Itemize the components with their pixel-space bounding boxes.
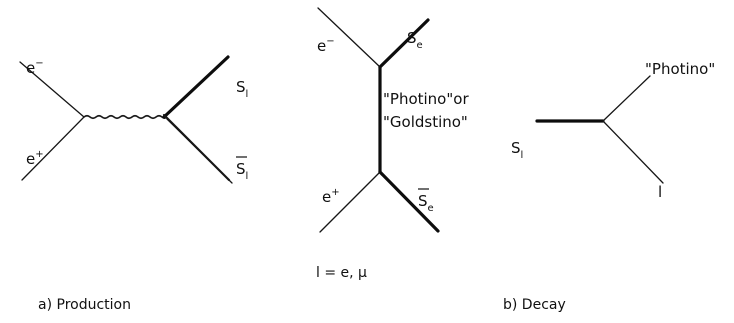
decay-diagram: Sl "Photino" l b) Decay	[503, 60, 715, 313]
exchange-selectron-line	[378, 18, 430, 69]
production-slepton-label: Sl	[236, 78, 248, 100]
decay-photino-line	[602, 75, 651, 122]
decay-lepton-label: l	[658, 183, 662, 201]
exchange-footnote: l = e, μ	[316, 265, 367, 281]
exchange-antiselectron-label: Se	[418, 188, 434, 214]
exchange-positron-label: e+	[322, 187, 340, 206]
decay-slepton-label: Sl	[511, 139, 523, 161]
production-antislepton-label: Sl	[236, 156, 248, 182]
production-positron-label: e+	[26, 149, 44, 168]
exchange-positron-line	[319, 171, 381, 233]
production-antislepton-line	[162, 113, 233, 184]
decay-photino-label: "Photino"	[645, 60, 715, 78]
production-electron-line	[19, 61, 85, 118]
production-photon-propagator	[83, 114, 167, 120]
exchange-mediator-line2: "Goldstino"	[383, 113, 468, 131]
production-diagram: e− e+ Sl Sl a) Production	[19, 55, 248, 313]
decay-lepton-line	[602, 120, 664, 184]
exchange-diagram: e− Se "Photino"or "Goldstino" e+ Se l = …	[316, 7, 469, 281]
exchange-electron-label: e−	[317, 36, 335, 55]
svg-text:Se: Se	[418, 192, 434, 214]
production-caption: a) Production	[38, 297, 131, 313]
production-positron-line	[21, 116, 85, 181]
exchange-antiselectron-line	[378, 170, 440, 233]
production-slepton-line	[162, 55, 230, 119]
exchange-electron-line	[317, 7, 381, 68]
exchange-selectron-label: Se	[407, 29, 423, 51]
decay-caption: b) Decay	[503, 297, 566, 313]
production-electron-label: e−	[26, 58, 44, 77]
svg-text:Sl: Sl	[236, 160, 248, 182]
exchange-mediator-line1: "Photino"or	[383, 90, 469, 108]
